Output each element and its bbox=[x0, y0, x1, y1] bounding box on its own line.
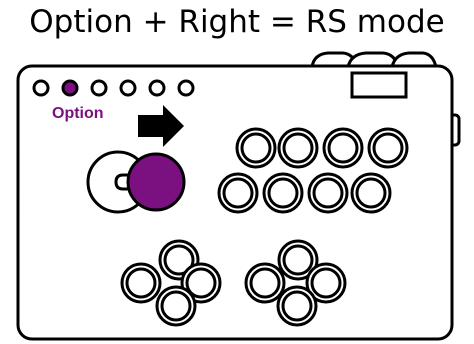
left-button-cluster bbox=[120, 239, 222, 327]
joystick[interactable] bbox=[86, 150, 186, 214]
action-button-1[interactable] bbox=[235, 127, 277, 169]
right-cluster-top[interactable] bbox=[277, 239, 319, 281]
page-title: Option + Right = RS mode bbox=[29, 4, 445, 40]
action-button-3[interactable] bbox=[322, 127, 364, 169]
option-button[interactable] bbox=[61, 79, 79, 97]
action-button-4[interactable] bbox=[367, 127, 409, 169]
action-buttons bbox=[217, 127, 409, 214]
function-button-5[interactable] bbox=[148, 79, 166, 97]
action-button-7[interactable] bbox=[307, 172, 349, 214]
action-button-5[interactable] bbox=[217, 172, 259, 214]
action-button-2[interactable] bbox=[277, 127, 319, 169]
function-button-1[interactable] bbox=[32, 79, 50, 97]
right-button-cluster bbox=[244, 239, 347, 327]
function-button-6[interactable] bbox=[177, 79, 195, 97]
arrow-right-icon bbox=[138, 105, 184, 147]
shoulder-buttons bbox=[310, 51, 438, 69]
option-label: Option bbox=[52, 105, 104, 122]
function-button-3[interactable] bbox=[90, 79, 108, 97]
joystick-ball bbox=[126, 152, 186, 212]
screen-panel bbox=[350, 71, 408, 99]
left-cluster-bottom[interactable] bbox=[155, 285, 197, 327]
right-cluster-left[interactable] bbox=[244, 262, 286, 304]
left-cluster-right[interactable] bbox=[180, 262, 222, 304]
action-button-6[interactable] bbox=[262, 172, 304, 214]
action-button-8[interactable] bbox=[350, 172, 392, 214]
right-cluster-bottom[interactable] bbox=[276, 285, 318, 327]
function-button-4[interactable] bbox=[119, 79, 137, 97]
function-buttons bbox=[32, 79, 195, 97]
left-cluster-left[interactable] bbox=[120, 262, 162, 304]
right-cluster-right[interactable] bbox=[305, 262, 347, 304]
shoulder-button-3[interactable] bbox=[390, 51, 438, 69]
